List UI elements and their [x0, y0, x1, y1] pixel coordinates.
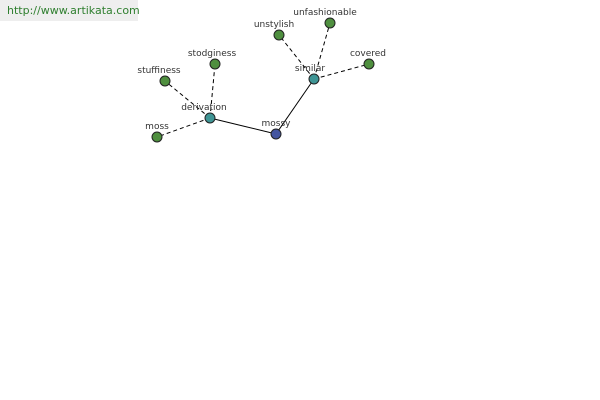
node-stodginess[interactable]: stodginess: [188, 49, 237, 70]
edge-mossy-similar: [275, 78, 315, 135]
edge-mossy-derivation: [209, 117, 277, 135]
edge-similar-unfashionable: [313, 22, 331, 80]
node-dot[interactable]: [209, 58, 221, 70]
node-label: derivation: [181, 103, 227, 113]
watermark-url: http://www.artikata.com: [0, 0, 140, 21]
node-label: similar: [295, 64, 325, 74]
edge-similar-unstylish: [278, 34, 315, 80]
node-derivation[interactable]: derivation: [181, 103, 227, 124]
node-label: unfashionable: [293, 8, 357, 18]
node-similar[interactable]: similar: [295, 64, 325, 85]
node-dot[interactable]: [273, 29, 285, 41]
node-label: mossy: [262, 119, 292, 129]
node-label: covered: [350, 49, 386, 59]
node-dot[interactable]: [159, 75, 171, 87]
node-dot[interactable]: [151, 131, 163, 143]
node-label: unstylish: [254, 20, 294, 30]
node-unfashionable[interactable]: unfashionable: [293, 8, 357, 29]
node-label: moss: [145, 122, 169, 132]
node-covered[interactable]: covered: [350, 49, 386, 70]
node-dot[interactable]: [324, 17, 336, 29]
node-dot[interactable]: [204, 112, 216, 124]
node-stuffiness[interactable]: stuffiness: [137, 66, 181, 87]
edge-derivation-moss: [156, 117, 211, 138]
node-dot[interactable]: [363, 58, 375, 70]
edge-derivation-stuffiness: [164, 80, 211, 119]
edge-similar-covered: [313, 63, 370, 80]
node-label: stuffiness: [137, 66, 181, 76]
node-dot[interactable]: [270, 128, 282, 140]
node-moss[interactable]: moss: [145, 122, 169, 143]
node-unstylish[interactable]: unstylish: [254, 20, 294, 41]
node-dot[interactable]: [308, 73, 320, 85]
node-mossy[interactable]: mossy: [262, 119, 292, 140]
edge-derivation-stodginess: [209, 63, 216, 119]
node-label: stodginess: [188, 49, 237, 59]
